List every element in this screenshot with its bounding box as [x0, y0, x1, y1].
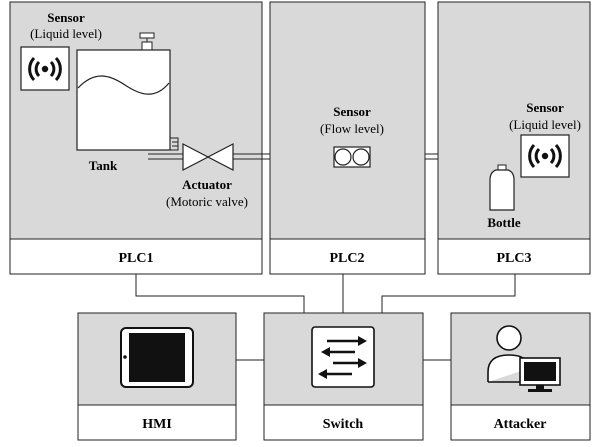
plc3-wireless-sensor-icon	[520, 134, 570, 178]
bottle-icon	[489, 164, 515, 211]
plc1-label: PLC1	[119, 251, 154, 266]
valve-icon	[182, 143, 234, 171]
plc2-panel[interactable]: PLC2	[269, 1, 426, 275]
plc3-label-bar	[437, 238, 591, 275]
tablet-icon	[120, 327, 194, 388]
actuator-subtitle: (Motoric valve)	[166, 194, 248, 209]
plc2-sensor-subtitle: (Flow level)	[320, 121, 384, 136]
actuator-title: Actuator	[182, 177, 232, 192]
attacker-label: Attacker	[494, 417, 547, 432]
plc1-sensor-title: Sensor	[47, 10, 85, 25]
plc3-sensor-title: Sensor	[526, 100, 564, 115]
user-computer-icon	[487, 325, 561, 392]
tank-label: Tank	[89, 158, 118, 173]
attacker-label-bar	[450, 404, 591, 441]
plc2-sensor-title: Sensor	[333, 104, 371, 119]
plc3-label: PLC3	[497, 251, 532, 266]
attacker-node[interactable]: Attacker	[450, 312, 591, 441]
plc3-sensor-subtitle: (Liquid level)	[509, 117, 581, 132]
tank	[76, 32, 179, 151]
hmi-label: HMI	[142, 417, 172, 432]
plc1-label-bar	[9, 238, 263, 275]
plc2-label: PLC2	[330, 251, 365, 266]
switch-arrows-icon	[311, 326, 375, 388]
plc1-wireless-sensor-icon	[20, 46, 70, 91]
bottle-label: Bottle	[487, 215, 520, 230]
hmi-node[interactable]: HMI	[77, 312, 237, 441]
flow-meter-icon	[333, 146, 371, 168]
switch-label-bar	[263, 404, 424, 441]
switch-node[interactable]: Switch	[263, 312, 424, 441]
plc2-process-area	[269, 1, 426, 240]
plc1-panel[interactable]: PLC1	[9, 1, 263, 275]
network-links	[135, 274, 516, 361]
plc1-sensor-subtitle: (Liquid level)	[30, 26, 102, 41]
hmi-label-bar	[77, 404, 237, 441]
plc2-label-bar	[269, 238, 426, 275]
switch-label: Switch	[323, 417, 364, 432]
